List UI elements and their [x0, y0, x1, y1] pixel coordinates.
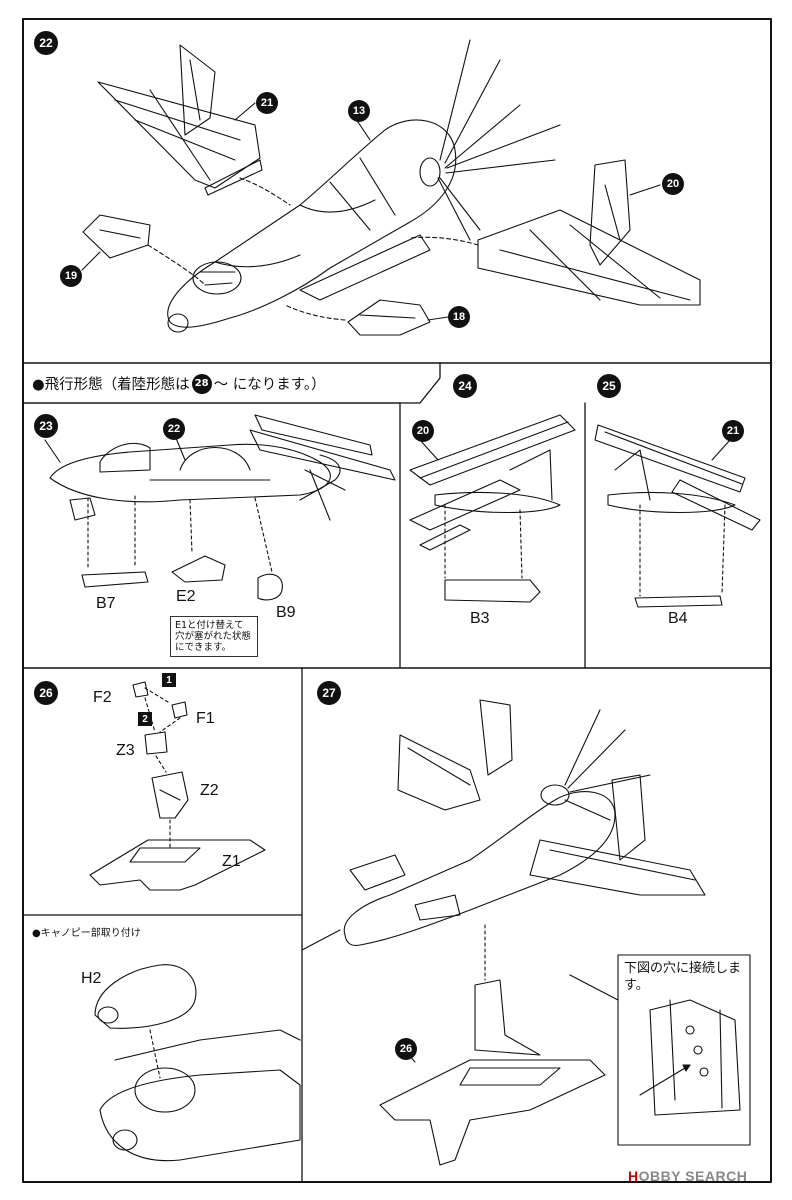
step-number-24: 24	[453, 374, 477, 398]
step-number-25: 25	[597, 374, 621, 398]
watermark-brand-text: OBBY SEARCH	[638, 1168, 748, 1184]
e2-replacement-note: E1と付け替えて穴が塞がれた状態にできます。	[170, 616, 258, 657]
part-number-21-top: 21	[256, 92, 278, 114]
step-reference-28: 28	[191, 373, 212, 394]
part-number-26: 26	[395, 1038, 417, 1060]
canopy-drawing	[94, 964, 301, 1162]
step-number-27: 27	[317, 681, 341, 705]
step-number-22: 22	[34, 31, 58, 55]
step24-drawing	[409, 414, 576, 603]
part-label-z1: Z1	[222, 853, 241, 870]
step-number-23: 23	[34, 414, 58, 438]
watermark-brand-initial: H	[628, 1168, 639, 1184]
part-label-b7: B7	[96, 595, 116, 612]
step25-drawing	[594, 424, 761, 608]
canopy-section-header: ●キャノピー部取り付け	[32, 928, 141, 939]
watermark: HOBBY SEARCH	[628, 1168, 747, 1184]
substep-marker-1: 1	[162, 673, 176, 687]
part-label-b4: B4	[668, 610, 688, 627]
part-number-21-step25: 21	[722, 420, 744, 442]
flight-mode-header-text-end: ～ になります。）	[213, 377, 326, 393]
part-label-z3: Z3	[116, 742, 135, 759]
flight-mode-header: ●飛行形態（着陸形態は 28 ～ になります。）	[32, 373, 326, 394]
part-label-f2: F2	[93, 689, 112, 706]
step-number-26: 26	[34, 681, 58, 705]
substep-marker-2: 2	[138, 712, 152, 726]
part-number-22: 22	[163, 418, 185, 440]
flight-mode-header-text-start: ●飛行形態（着陸形態は	[32, 377, 190, 393]
part-label-z2: Z2	[200, 782, 219, 799]
part-number-19: 19	[60, 265, 82, 287]
part-label-h2: H2	[81, 970, 102, 987]
part-label-f1: F1	[196, 710, 215, 727]
hole-connection-note: 下図の穴に接続します。	[624, 961, 742, 993]
step23-drawing	[44, 414, 396, 601]
part-label-e2: E2	[176, 588, 196, 605]
part-number-18: 18	[448, 306, 470, 328]
part-number-13: 13	[348, 100, 370, 122]
part-label-b3: B3	[470, 610, 490, 627]
part-label-b9: B9	[276, 604, 296, 621]
step27-drawing	[301, 699, 751, 1166]
outer-frame	[22, 18, 772, 1183]
step22-drawing	[81, 39, 701, 336]
part-number-20-step24: 20	[412, 420, 434, 442]
part-number-20-top: 20	[662, 173, 684, 195]
